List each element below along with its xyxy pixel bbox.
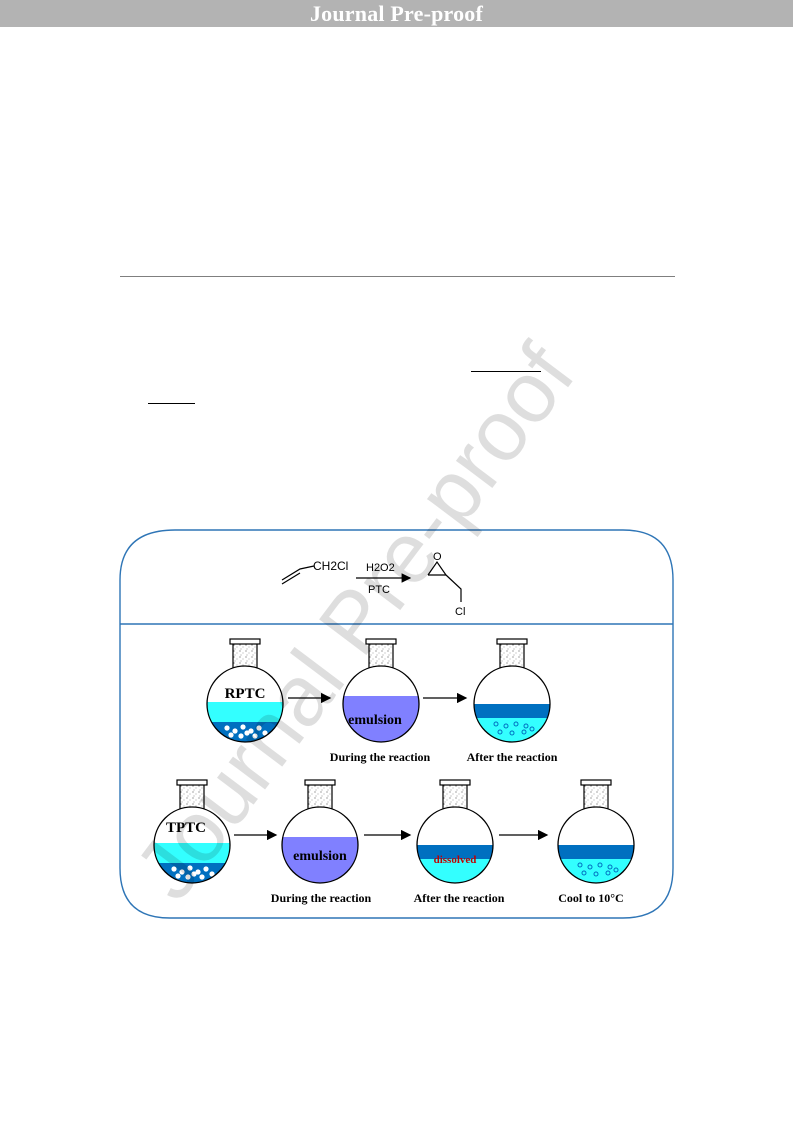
- product-chlorine: Cl: [455, 606, 465, 618]
- caption-after-1: After the reaction: [467, 750, 558, 764]
- emulsion-label-1: emulsion: [348, 713, 402, 728]
- header-bar: [0, 0, 793, 27]
- flask-after-1: [472, 639, 552, 746]
- flask-dissolved: [415, 780, 495, 887]
- caption-after-2: After the reaction: [414, 891, 505, 905]
- rptc-label: RPTC: [225, 686, 266, 702]
- caption-during-2: During the reaction: [271, 891, 372, 905]
- dissolved-label: dissolved: [434, 854, 477, 866]
- emulsion-label-2: emulsion: [293, 849, 347, 864]
- header-title: Journal Pre-proof: [309, 1, 484, 26]
- figure-frame: [119, 529, 674, 919]
- epichlorohydrin-structure: [427, 560, 462, 602]
- underline-mark: [471, 371, 541, 372]
- reagent-top: H2O2: [366, 562, 395, 574]
- caption-during-1: During the reaction: [330, 750, 431, 764]
- tptc-label: TPTC: [166, 820, 206, 836]
- watermark: Journal Pre-proof: [117, 327, 594, 916]
- row2-process: TPTC emulsion dissolved During the react…: [152, 780, 636, 905]
- row1-process: RPTC emulsion During the reaction After …: [205, 639, 558, 764]
- reagent-bottom: PTC: [368, 584, 390, 596]
- flask-emulsion-2: [280, 780, 360, 887]
- caption-cool: Cool to 10°C: [558, 891, 623, 905]
- horizontal-rule: [120, 276, 675, 277]
- allyl-chloride-structure: [281, 565, 315, 581]
- product-oxygen: O: [433, 551, 442, 563]
- flask-cool: [556, 780, 636, 887]
- reaction-scheme: CH2Cl H2O2 PTC O Cl: [281, 551, 465, 618]
- reactant-label: CH2Cl: [313, 559, 348, 573]
- underline-mark: [148, 403, 195, 404]
